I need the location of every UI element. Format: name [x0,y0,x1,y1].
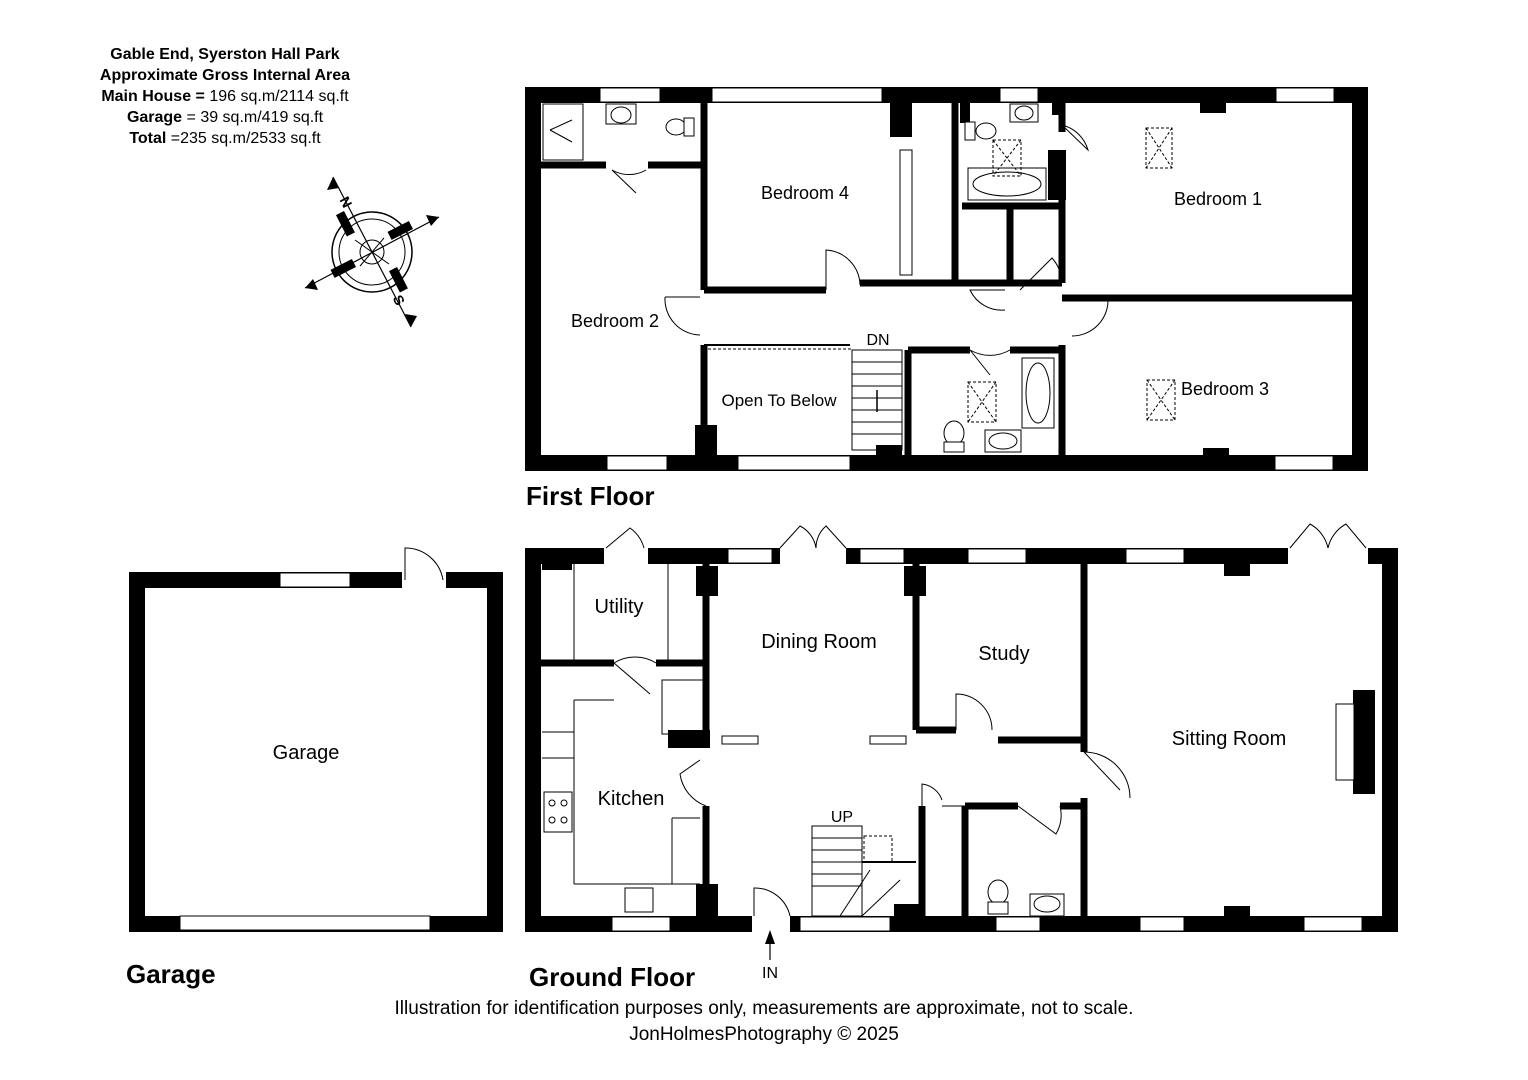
property-name: Gable End, Syerston Hall Park [110,46,340,63]
main-house-area: Main House = 196 sq.m/2114 sq.ft [101,88,349,105]
first-floor-plan: Bedroom 4 Bedroom 1 Bedroom 2 Bedroom 3 … [525,87,1368,471]
floor-label-garage: Garage [126,959,216,989]
area-summary: Gable End, Syerston Hall Park Approximat… [60,44,390,149]
stairs-up-label: UP [831,809,853,826]
garage-area: Garage = 39 sq.m/419 sq.ft [126,109,324,126]
total-area: Total =235 sq.m/2533 sq.ft [129,130,321,147]
compass-north-label: N [337,194,356,210]
room-sitting-room: Sitting Room [1172,728,1287,750]
compass-rose-icon: N S [304,176,440,328]
copyright-text: JonHolmesPhotography © 2025 [629,1024,899,1045]
open-to-below-label: Open To Below [722,391,838,410]
room-bedroom-2: Bedroom 2 [571,311,659,331]
disclaimer-text: Illustration for identification purposes… [394,998,1134,1019]
room-bedroom-3: Bedroom 3 [1181,379,1269,399]
floor-label-first: First Floor [526,481,655,511]
area-title: Approximate Gross Internal Area [99,67,351,84]
room-study: Study [978,643,1029,665]
floor-label-ground: Ground Floor [529,962,696,992]
room-utility: Utility [595,596,644,618]
room-garage: Garage [273,742,340,764]
room-bedroom-1: Bedroom 1 [1174,189,1262,209]
room-dining-room: Dining Room [761,631,877,653]
room-kitchen: Kitchen [598,788,665,810]
stairs-down-label: DN [866,332,889,349]
entrance-label: IN [762,965,778,982]
garage-plan: Garage [129,547,503,932]
compass-south-label: S [390,292,409,308]
ground-floor-plan: Utility Dining Room Study Sitting Room K… [525,523,1398,982]
room-bedroom-4: Bedroom 4 [761,183,849,203]
